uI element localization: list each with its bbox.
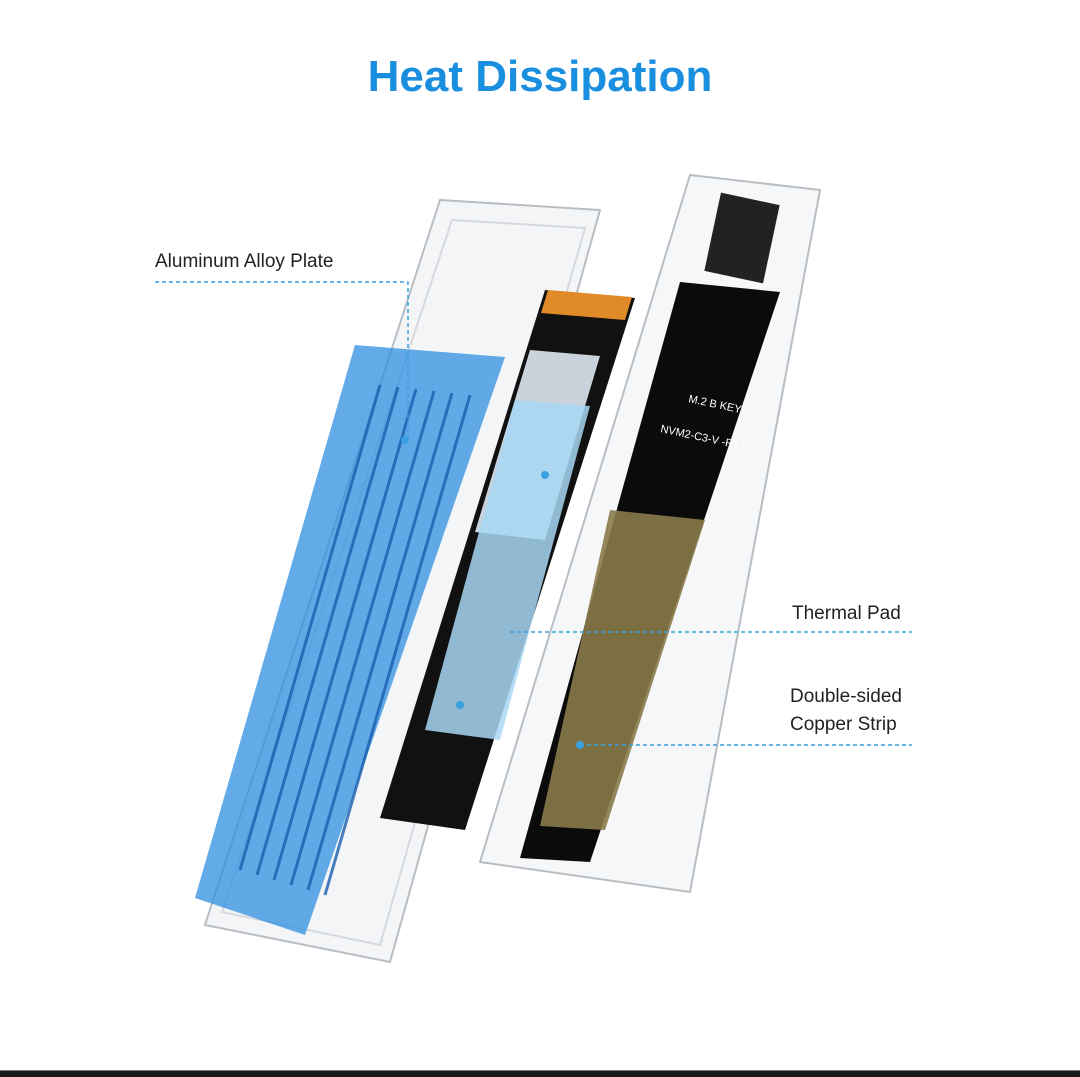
page-title: Heat Dissipation [367,52,713,101]
ssd-contacts [541,290,632,320]
thermal-pad [425,400,590,740]
label-copper-strip-1: Double-sided [790,686,902,707]
label-aluminum-plate: Aluminum Alloy Plate [155,251,334,272]
usb-c-connector [704,192,780,284]
copper-strip [540,510,705,830]
plate-fins [238,384,472,896]
label-thermal-pad: Thermal Pad [792,603,901,624]
callout-dot-aluminum [401,436,409,444]
callout-dot-copper [576,741,584,749]
callout-dot-thermal-1 [541,471,549,479]
callout-aluminum [155,281,409,440]
label-copper-strip-2: Copper Strip [790,714,897,735]
aluminum-plate [195,345,505,935]
bottom-bar [0,1070,1080,1077]
callout-dot-thermal-2 [456,701,464,709]
